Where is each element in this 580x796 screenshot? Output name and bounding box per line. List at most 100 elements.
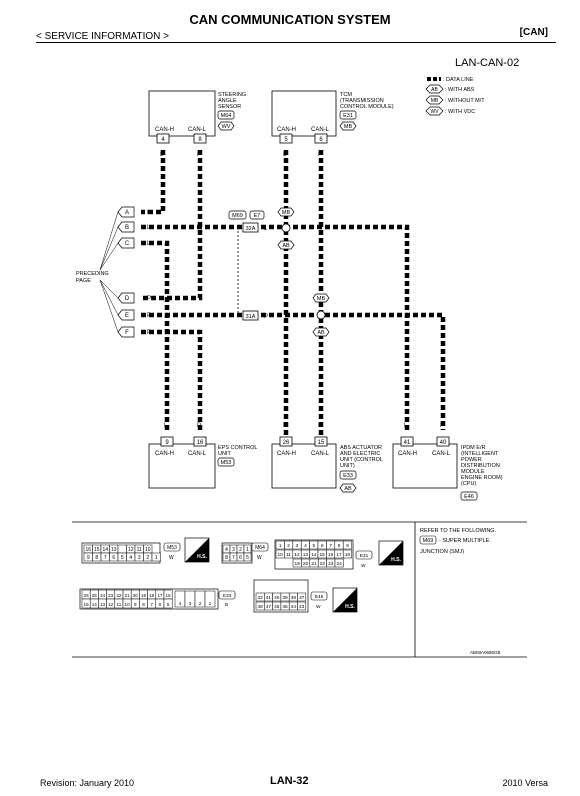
pin-number: 9 <box>87 555 90 561</box>
pin-number: 2 <box>239 547 242 553</box>
svg-text:AB: AB <box>282 243 290 249</box>
pin-number: 3 <box>138 555 141 561</box>
pin-number: 46 <box>274 604 280 610</box>
pin-number: 24 <box>337 561 343 567</box>
pin-number: 40 <box>274 595 280 601</box>
pin-number: 5 <box>167 602 170 607</box>
pin-number: 8 <box>225 555 228 561</box>
pin-number: 12 <box>128 547 134 553</box>
svg-text:CAN-H: CAN-H <box>277 127 296 133</box>
tcm-wire-marks: MB AB MB AB L P <box>264 207 330 337</box>
svg-text:MODULE: MODULE <box>461 469 485 475</box>
pin-number: 6 <box>321 543 324 549</box>
pin-number: 1 <box>246 547 249 553</box>
pin-number: 2 <box>287 543 290 549</box>
pin-cell <box>117 544 127 554</box>
pin-number: 19 <box>141 593 147 598</box>
pin-number: 26 <box>84 593 90 598</box>
pin-number: 15 <box>94 547 100 553</box>
pin-number: 12 <box>108 602 114 607</box>
svg-text:E31: E31 <box>360 553 369 559</box>
pin-number: 7 <box>104 555 107 561</box>
pin-number: 1 <box>209 601 212 606</box>
pin-number: 5 <box>312 543 315 549</box>
pin-number: 45 <box>282 604 288 610</box>
pin-number: 8 <box>338 543 341 549</box>
diagram-id: LAN-CAN-02 <box>455 57 519 69</box>
pin-number: 4 <box>129 555 132 561</box>
pin-number: 14 <box>102 547 108 553</box>
m53-label: M53 <box>221 460 232 466</box>
svg-text:L: L <box>164 423 168 429</box>
legend-mt: : WITHOUT M/T <box>445 98 485 104</box>
pin-number: 2 <box>199 601 202 606</box>
pin-number: 6 <box>239 555 242 561</box>
svg-text:B: B <box>225 602 228 607</box>
e46-label: E46 <box>464 494 474 500</box>
svg-text:IPDM E/R: IPDM E/R <box>461 445 485 451</box>
svg-text:P: P <box>147 296 151 302</box>
svg-text:WV: WV <box>430 109 439 115</box>
eps-control-unit: L P 9 16 CAN-H CAN-L EPS CONTROL UNIT M5… <box>148 423 257 489</box>
svg-text:AB: AB <box>431 87 438 93</box>
pin-number: 14 <box>92 602 98 607</box>
svg-text:L: L <box>404 423 408 429</box>
svg-text:41: 41 <box>404 440 411 446</box>
svg-text:B: B <box>125 225 129 231</box>
pin-number: 17 <box>336 552 342 558</box>
pin-number: 6 <box>159 602 162 607</box>
pin-number: 8 <box>142 602 145 607</box>
footer-model: 2010 Versa <box>502 778 548 788</box>
pin-number: 39 <box>282 595 288 601</box>
svg-text:W: W <box>316 604 321 610</box>
svg-text:P: P <box>440 423 444 429</box>
svg-text:CAN-L: CAN-L <box>311 451 330 457</box>
pin-number: 7 <box>150 602 153 607</box>
svg-text:UNIT): UNIT) <box>340 463 355 469</box>
pin-number: 2 <box>146 555 149 561</box>
svg-text:JUNCTION (SMJ): JUNCTION (SMJ) <box>420 549 464 555</box>
reference-note: REFER TO THE FOLLOWING. M69 - SUPER MULT… <box>419 528 501 655</box>
section-breadcrumb[interactable]: < SERVICE INFORMATION > <box>36 31 169 42</box>
svg-text:L: L <box>283 152 287 158</box>
svg-text:31A: 31A <box>246 314 256 320</box>
svg-text:SENSOR: SENSOR <box>218 104 241 110</box>
pin-number: 16 <box>85 547 91 553</box>
pin-cell <box>334 558 344 568</box>
pin-number: 9 <box>346 543 349 549</box>
pin-number: 10 <box>278 552 284 558</box>
svg-text:D: D <box>125 296 130 302</box>
svg-text:W: W <box>169 555 174 561</box>
pin-number: 11 <box>117 602 122 607</box>
svg-text:L: L <box>147 241 151 247</box>
svg-text:MB: MB <box>431 98 439 104</box>
pin-number: 18 <box>345 552 351 558</box>
svg-text:REFER TO THE FOLLOWING.: REFER TO THE FOLLOWING. <box>420 528 497 534</box>
svg-text:AB: AB <box>317 330 325 336</box>
svg-text:ABS ACTUATOR: ABS ACTUATOR <box>340 445 382 451</box>
pin-cell <box>342 540 352 550</box>
pin-number: 10 <box>125 602 131 607</box>
svg-text:UNIT: UNIT <box>218 451 231 457</box>
svg-text:CAN-L: CAN-L <box>311 127 330 133</box>
pin-number: 5 <box>121 555 124 561</box>
svg-text:E: E <box>125 313 129 319</box>
pin-number: 11 <box>137 547 142 553</box>
svg-text:CAN-L: CAN-L <box>188 451 207 457</box>
legend-data-line: : DATA LINE <box>443 77 474 83</box>
svg-text:P: P <box>147 330 151 336</box>
svg-text:- SUPER MULTIPLE: - SUPER MULTIPLE <box>439 538 490 544</box>
abs-actuator-unit: L P 26 15 CAN-H CAN-L ABS ACTUATOR AND E… <box>271 423 383 493</box>
svg-text:ENGINE ROOM): ENGINE ROOM) <box>461 475 503 481</box>
svg-text:4: 4 <box>161 137 165 143</box>
svg-text:40: 40 <box>440 440 447 446</box>
pin-number: 13 <box>303 552 309 558</box>
svg-text:A: A <box>125 210 129 216</box>
svg-text:CAN-H: CAN-H <box>277 451 296 457</box>
pin-number: 38 <box>291 595 297 601</box>
pin-number: 25 <box>92 593 98 598</box>
pin-cell <box>243 552 252 562</box>
